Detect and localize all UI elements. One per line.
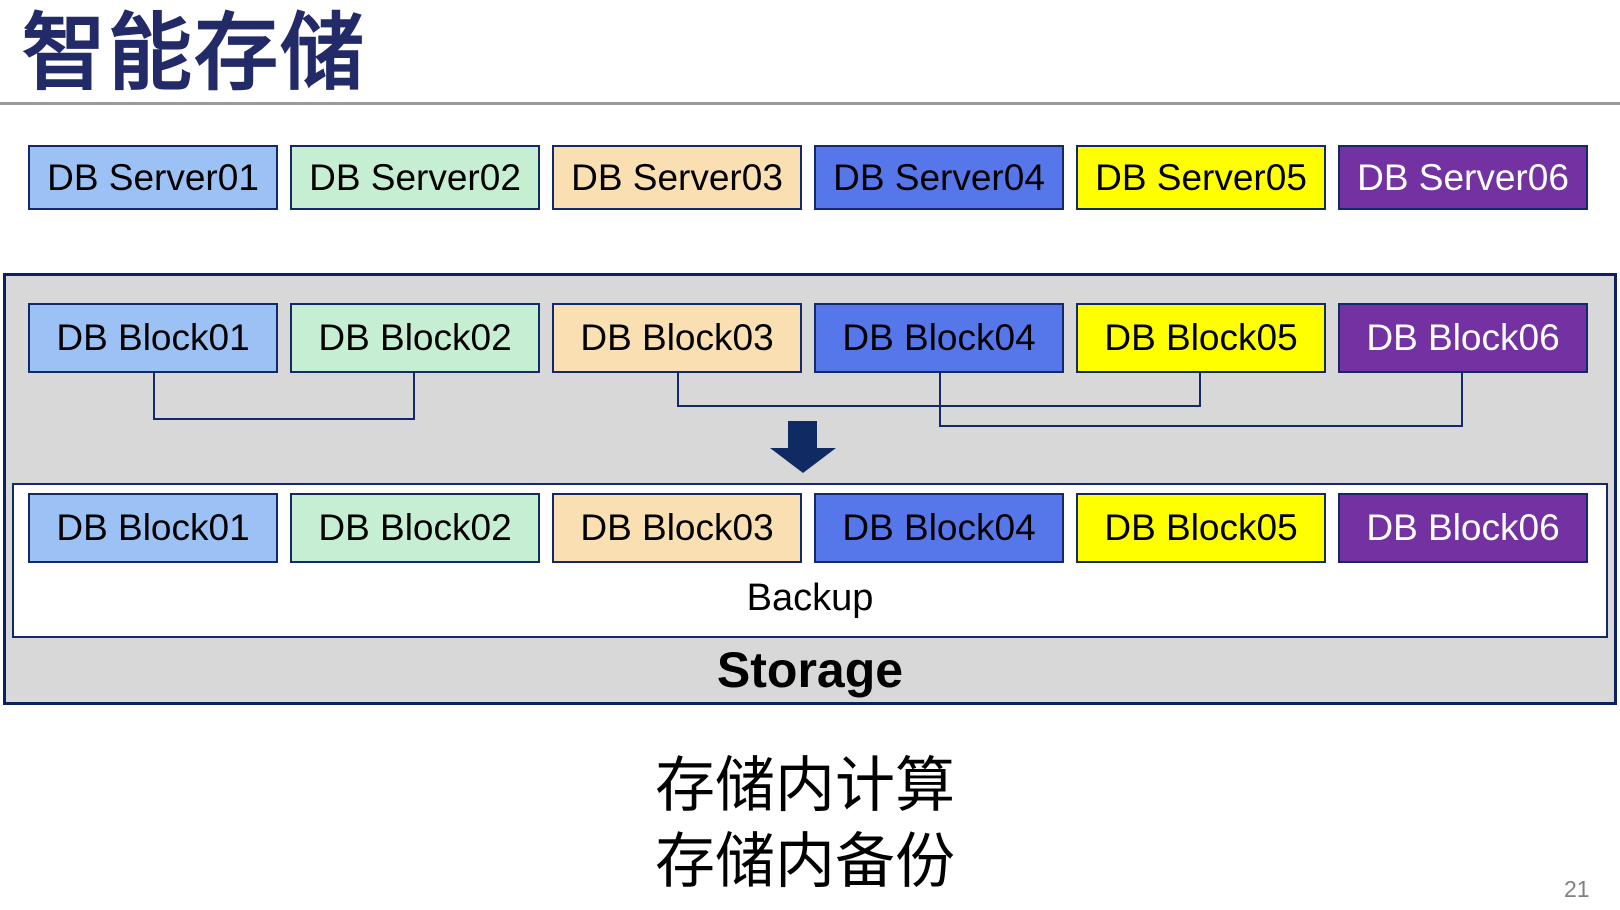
db-block-row-bottom-box-02: DB Block02 <box>290 493 540 563</box>
caption-line-2: 存储内备份 <box>655 828 955 895</box>
db-block-row-bottom-box-03: DB Block03 <box>552 493 802 563</box>
db-block-row-bottom-box-01: DB Block01 <box>28 493 278 563</box>
backup-label: Backup <box>746 577 874 619</box>
db-server-row-box-04: DB Server04 <box>814 145 1064 210</box>
db-block-row-top-box-01: DB Block01 <box>28 303 278 373</box>
db-server-row-box-01: DB Server01 <box>28 145 278 210</box>
connector-block01-block02 <box>153 373 415 420</box>
db-server-row-box-03: DB Server03 <box>552 145 802 210</box>
page-number: 21 <box>1564 876 1590 902</box>
db-block-row-bottom-box-05: DB Block05 <box>1076 493 1326 563</box>
caption-block: 存储内计算 存储内备份 <box>655 748 955 900</box>
db-server-row-box-06: DB Server06 <box>1338 145 1588 210</box>
caption-line-1: 存储内计算 <box>655 752 955 819</box>
title-divider <box>0 102 1620 105</box>
db-server-row-box-05: DB Server05 <box>1076 145 1326 210</box>
db-server-row-box-02: DB Server02 <box>290 145 540 210</box>
db-block-row-top-box-06: DB Block06 <box>1338 303 1588 373</box>
db-block-row-top-box-02: DB Block02 <box>290 303 540 373</box>
storage-label: Storage <box>716 642 904 698</box>
page-title: 智能存储 <box>22 6 367 100</box>
connector-block04-block06 <box>939 373 1463 427</box>
db-block-row-top-box-03: DB Block03 <box>552 303 802 373</box>
db-block-row-top-box-05: DB Block05 <box>1076 303 1326 373</box>
db-block-row-bottom-box-06: DB Block06 <box>1338 493 1588 563</box>
db-block-row-top-box-04: DB Block04 <box>814 303 1064 373</box>
db-block-row-bottom-box-04: DB Block04 <box>814 493 1064 563</box>
